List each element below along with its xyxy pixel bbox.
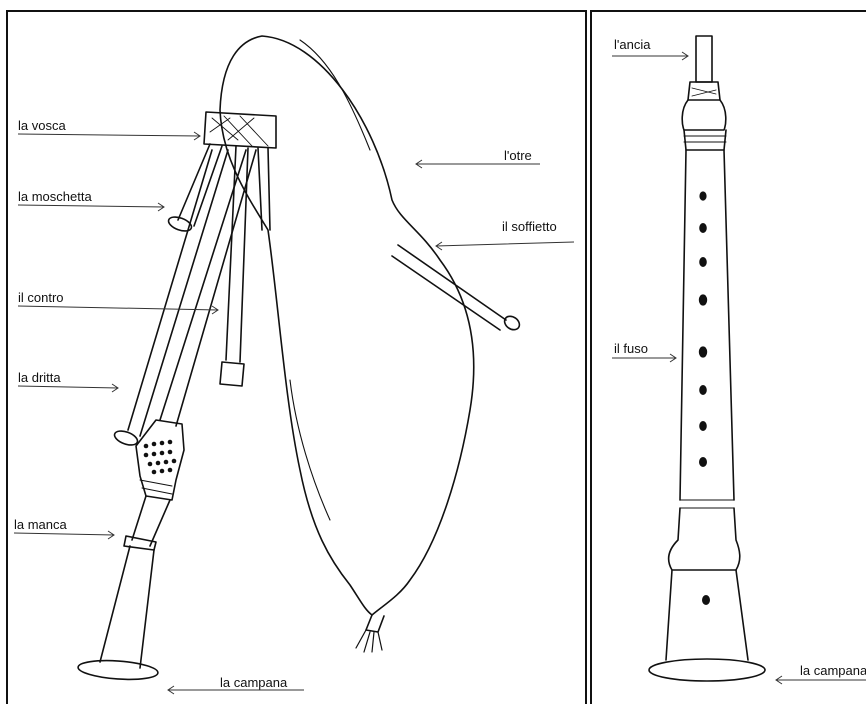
bag-otre — [220, 36, 474, 615]
drone-dritta — [128, 150, 228, 436]
drone-moschetta — [178, 144, 222, 226]
label-soffietto: il soffietto — [502, 220, 557, 234]
label-moschetta: la moschetta — [18, 190, 92, 204]
label-otre: l'otre — [504, 149, 532, 163]
label-campana-bagpipe: la campana — [220, 676, 287, 690]
label-fuso: il fuso — [614, 342, 648, 356]
bell-campana — [666, 570, 748, 660]
label-manca: la manca — [14, 518, 67, 532]
label-contro: il contro — [18, 291, 64, 305]
label-ancia: l'ancia — [614, 38, 650, 52]
body-fuso — [680, 150, 734, 500]
label-vosca: la vosca — [18, 119, 66, 133]
label-dritta: la dritta — [18, 371, 61, 385]
label-campana-chanter: la campana — [800, 664, 866, 678]
blowpipe-soffietto — [392, 245, 506, 330]
bagpipe-arrows — [14, 132, 574, 694]
reed-ancia — [696, 36, 712, 82]
